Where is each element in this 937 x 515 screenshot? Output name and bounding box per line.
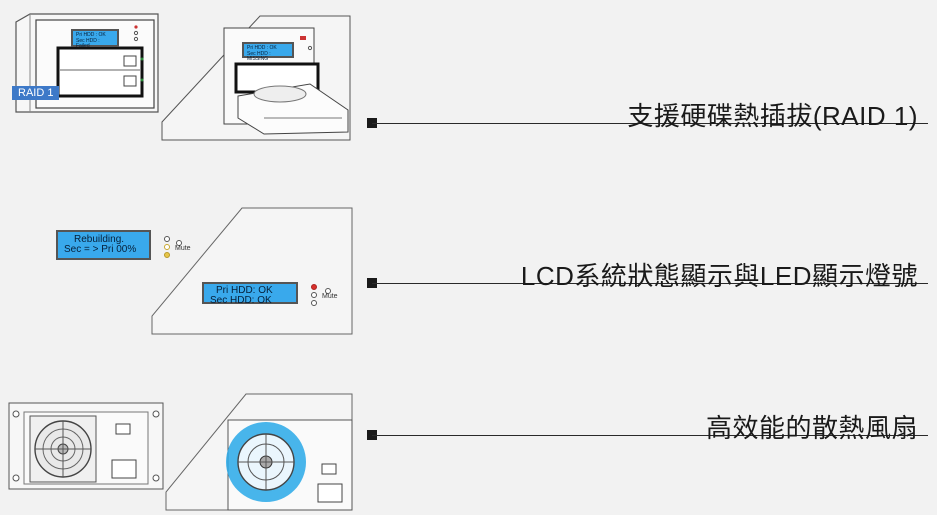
mute-led (176, 240, 182, 246)
lcd-display-rebuilding: Rebuilding. Sec = > Pri 00% (56, 230, 151, 260)
enclosure-rear-illustration (8, 402, 164, 490)
led-indicator-2 (164, 244, 170, 250)
enclosure-drive-removed-illustration (161, 15, 351, 141)
lcd-line-1: Rebuilding. (74, 234, 125, 245)
lcd-line-1: Pri HDD : OK (247, 45, 277, 51)
lcd-line-2: Sec HDD : Failed (76, 37, 100, 49)
feature-title-hotswap: 支援硬碟熱插拔(RAID 1) (627, 101, 918, 131)
fan-highlight-illustration (165, 393, 353, 511)
divider-line (372, 283, 928, 284)
mute-label: Mute (322, 293, 338, 300)
led-indicator-3 (164, 252, 170, 258)
lcd-line-1: Pri HDD : OK (76, 32, 106, 38)
lcd-line-2: Sec = > Pri 00% (64, 244, 137, 255)
raid-badge: RAID 1 (12, 86, 60, 100)
lcd-line-2: Sec HDD: OK (210, 295, 272, 306)
lcd-line-1: Pri HDD: OK (216, 285, 273, 296)
feature-row-lcd: Rebuilding. Sec = > Pri 00% Mute Pri HDD… (0, 160, 937, 340)
led-indicator-1 (164, 236, 170, 242)
lcd-display-status: Pri HDD: OK Sec HDD: OK (202, 282, 298, 306)
feature-row-fan: 高效能的散熱風扇 (0, 340, 937, 515)
feature-row-hotswap: Pri HDD : OK Sec HDD : Failed RAID 1 Pri… (0, 0, 937, 160)
mute-led (325, 288, 331, 294)
led-indicator-3 (311, 300, 317, 306)
lcd-display-hotswap-2: Pri HDD : OK Sec HDD : MISSING (242, 42, 294, 62)
led-indicator-red (311, 284, 317, 290)
mute-label: Mute (175, 245, 191, 252)
lcd-panel-illustration (151, 207, 353, 335)
divider-line (372, 435, 928, 436)
feature-title-lcd: LCD系統狀態顯示與LED顯示燈號 (520, 261, 918, 291)
led-indicator-2 (311, 292, 317, 298)
divider-line (372, 123, 928, 124)
lcd-line-2: Sec HDD : MISSING (247, 50, 271, 62)
feature-title-fan: 高效能的散熱風扇 (705, 413, 918, 443)
lcd-display-hotswap-1: Pri HDD : OK Sec HDD : Failed (71, 29, 119, 49)
